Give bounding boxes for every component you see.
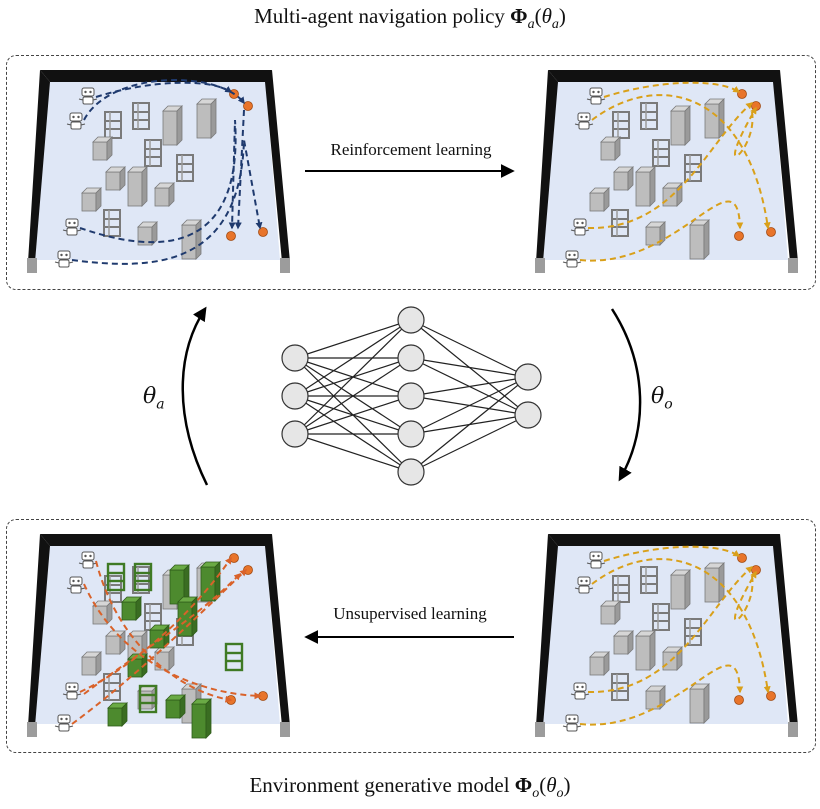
arena-top-left — [27, 70, 290, 273]
bottom-panel — [6, 519, 816, 753]
network-edge — [294, 433, 412, 473]
network-edge — [294, 357, 412, 435]
unsupervised-learning-label: Unsupervised learning — [333, 604, 487, 623]
network-edge — [294, 319, 412, 397]
theta-a-sub: a — [156, 396, 165, 413]
network-node-layer-1 — [281, 344, 309, 372]
theta-a-arrow — [181, 306, 209, 486]
network-node-layer-2 — [397, 458, 425, 486]
bottom-title-text: Environment generative model — [249, 773, 515, 797]
network-edge — [294, 319, 412, 359]
network-edge — [294, 319, 412, 435]
top-title-sub: a — [527, 17, 535, 33]
network-edge — [410, 319, 529, 378]
theta-o-symbol: θ — [651, 384, 665, 409]
network-node-layer-2 — [397, 344, 425, 372]
arena-bottom-left — [27, 534, 290, 739]
top-title-arg-sub: a — [551, 17, 559, 33]
network-edge — [294, 395, 412, 435]
network-node-layer-2 — [397, 420, 425, 448]
theta-o-label: θo — [651, 384, 673, 412]
top-panel — [6, 55, 816, 290]
theta-a-label: θa — [143, 384, 165, 412]
bottom-title-arg-sub: o — [556, 786, 564, 802]
top-title-arg: θ — [541, 4, 552, 28]
top-title: Multi-agent navigation policy Φa(θa) — [254, 4, 566, 33]
network-edge — [410, 357, 529, 378]
network-edges — [294, 319, 529, 473]
network-node-layer-3 — [514, 401, 542, 429]
theta-a-symbol: θ — [143, 384, 157, 409]
arena-bottom-right — [535, 534, 798, 737]
network-edge — [410, 376, 529, 473]
network-edge — [410, 376, 529, 435]
network-node-layer-2 — [397, 306, 425, 334]
network-edge — [410, 376, 529, 397]
network-node-layer-1 — [281, 420, 309, 448]
network-node-layer-2 — [397, 382, 425, 410]
bottom-title: Environment generative model Φo(θo) — [249, 773, 571, 802]
arena-top-right — [535, 70, 798, 273]
bottom-title-arg: θ — [546, 773, 557, 797]
network-node-layer-3 — [514, 363, 542, 391]
theta-o-sub: o — [664, 396, 673, 413]
theta-o-arrow — [610, 308, 642, 482]
network-edge — [410, 414, 529, 473]
network-node-layer-1 — [281, 382, 309, 410]
bottom-title-sub: o — [532, 786, 540, 802]
top-title-text: Multi-agent navigation policy — [254, 4, 511, 28]
top-title-symbol: Φ — [510, 4, 528, 28]
reinforcement-learning-label: Reinforcement learning — [330, 140, 492, 159]
network-nodes — [281, 306, 542, 486]
bottom-title-symbol: Φ — [514, 773, 533, 797]
